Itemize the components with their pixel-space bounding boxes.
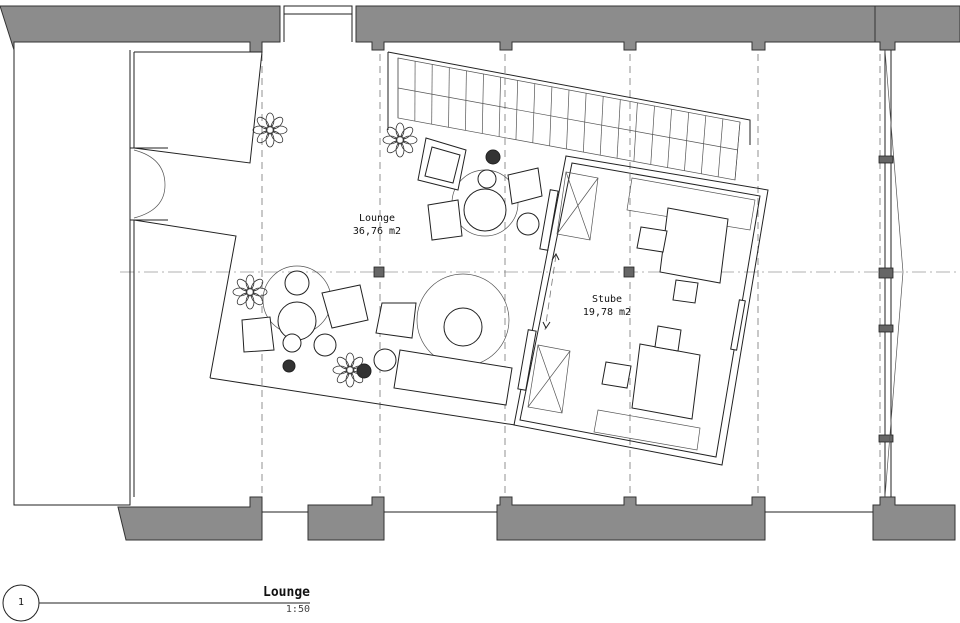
drawing-number: 1 <box>17 597 25 608</box>
stair-tread <box>734 121 741 181</box>
room-area: 36,76 m2 <box>352 226 402 237</box>
left-enclosure <box>13 50 263 506</box>
lounge-furniture <box>241 137 543 406</box>
stair-tread <box>616 99 621 159</box>
stair-tread <box>717 118 724 177</box>
structural-grid-lines <box>120 6 960 540</box>
bottom-wall <box>117 496 956 541</box>
stair-tread <box>498 77 501 137</box>
stair-tread <box>684 112 690 171</box>
room-label-stube: Stube 19,78 m2 <box>562 293 652 319</box>
stair-tread <box>633 102 638 162</box>
room-name: Lounge <box>358 213 396 224</box>
drawing-title: Lounge <box>263 585 310 600</box>
right-facade <box>878 49 904 498</box>
stair-tread <box>650 105 655 165</box>
plant-icon <box>252 112 288 148</box>
stair-tread <box>515 80 519 140</box>
stair-tread <box>700 115 707 174</box>
stair-tread <box>448 67 450 128</box>
stair-tread <box>532 83 536 143</box>
room-area: 19,78 m2 <box>582 307 632 318</box>
top-wall <box>0 5 960 53</box>
room-label-lounge: Lounge 36,76 m2 <box>332 212 422 238</box>
stube-room <box>513 155 769 466</box>
stair-tread <box>465 70 467 131</box>
drawing-title-block <box>2 584 310 622</box>
stair-tread <box>481 73 484 134</box>
plant-icon <box>382 122 418 158</box>
plants <box>232 112 418 388</box>
stair-tread <box>566 89 570 150</box>
stair-tread <box>667 109 672 168</box>
stair-tread <box>583 93 587 153</box>
room-name: Stube <box>591 294 623 305</box>
plant-icon <box>232 274 268 310</box>
lounge-slab <box>209 51 751 426</box>
stair-tread <box>599 96 604 156</box>
staircase <box>397 57 741 181</box>
plant-icon <box>332 352 368 388</box>
drawing-scale: 1:50 <box>285 604 310 615</box>
stair-tread <box>549 86 553 146</box>
stair-tread <box>431 64 433 125</box>
columns <box>373 266 635 278</box>
